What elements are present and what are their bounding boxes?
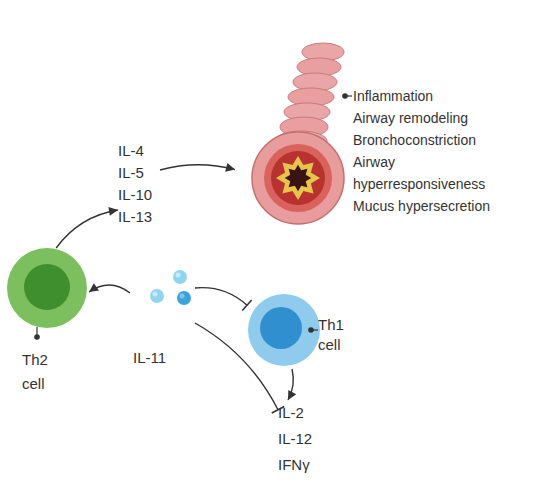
node-label: IFNγ (278, 452, 328, 478)
arrow-head (108, 207, 118, 216)
node-label: IL-5 (118, 162, 160, 184)
node-label: IL-4 (118, 140, 160, 162)
node-label: IL-12 (278, 426, 328, 452)
text-block: IL-11 (133, 348, 193, 368)
node-label: Airway remodeling (353, 107, 525, 129)
text-block: Th2 cell (22, 348, 58, 396)
cell-node: Th2 cell (7, 248, 89, 390)
node-label: Th2 cell (22, 348, 58, 396)
arrow-connector (288, 369, 296, 400)
arrow-connector (160, 163, 235, 172)
inhibition-bar (242, 300, 251, 310)
inhibition-bar (272, 407, 284, 413)
connector-line (89, 285, 130, 293)
text-block: IL-4IL-5IL-10IL-13 (118, 140, 160, 228)
arrow-head (288, 390, 296, 400)
connector-line (195, 288, 247, 306)
cytokine-list: IL-2IL-12IFNγ (278, 400, 328, 475)
node-label: Airway hyperresponsiveness (353, 151, 525, 195)
node-label: Mucus hypersecretion (353, 195, 525, 217)
node-label: Bronchoconstriction (353, 129, 525, 151)
cytokine-list: IL-4IL-5IL-10IL-13 (118, 140, 160, 240)
arrow-head (225, 163, 235, 172)
arrow-head (89, 283, 99, 292)
connector-line (160, 165, 235, 170)
th2-cell-symbol (7, 248, 87, 340)
cell-node: Th1 cell (247, 294, 347, 369)
node-label: IL-10 (118, 184, 160, 206)
airway-illustration (252, 43, 344, 224)
il11-molecules (150, 270, 191, 305)
node-label: IL-11 (133, 348, 193, 368)
molecule-node: IL-11 (130, 268, 195, 368)
node-label: Inflammation (353, 85, 525, 107)
inhibition-connector (195, 323, 284, 413)
connector-line (56, 210, 118, 248)
inhibition-connector (195, 288, 252, 311)
outcome-list: InflammationAirway remodelingBronchocons… (235, 40, 543, 220)
node-label: IL-2 (278, 400, 328, 426)
leader-line (342, 93, 352, 99)
node-label: IL-13 (118, 206, 160, 228)
th1-cell-symbol (248, 294, 320, 366)
text-block: Th1 cell (318, 315, 352, 355)
connector-line (288, 369, 293, 400)
arrow-connector (56, 207, 118, 248)
connector-line (195, 323, 278, 410)
node-label: Th1 cell (318, 315, 352, 355)
text-block: IL-2IL-12IFNγ (278, 400, 328, 478)
text-block: InflammationAirway remodelingBronchocons… (353, 85, 525, 217)
arrow-connector (89, 283, 130, 293)
